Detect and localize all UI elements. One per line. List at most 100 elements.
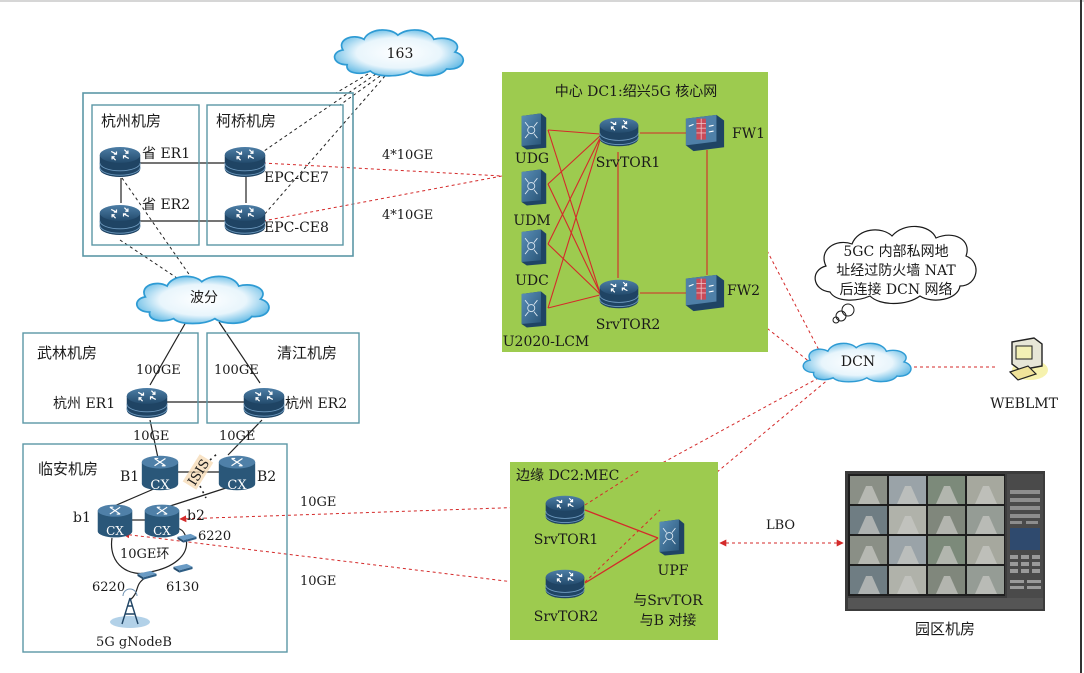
switch-6220-bottom xyxy=(137,570,157,580)
camera-road xyxy=(897,546,919,564)
room-qingjiang-label: 清江机房 xyxy=(277,344,337,362)
cloud-dcn: DCN xyxy=(802,342,912,383)
label-6220-right: 6220 xyxy=(198,529,231,544)
label-b1-small: b1 xyxy=(73,510,91,526)
outer-room-box xyxy=(82,92,354,257)
dc2-title: 边缘 DC2:MEC xyxy=(516,468,619,484)
room-keqiao-label: 柯桥机房 xyxy=(216,112,276,130)
link-ce7-dc1 xyxy=(262,162,503,177)
camera-road xyxy=(936,516,958,534)
room-keqiao-box xyxy=(206,104,344,246)
link-ce8-dc1 xyxy=(262,175,503,222)
room-linan-label: 临安机房 xyxy=(38,460,98,478)
park-room-monitor xyxy=(845,471,1045,611)
camera-road xyxy=(897,486,919,504)
link-b2-b2small xyxy=(166,487,227,508)
switch-6220-right xyxy=(177,533,197,543)
switch-upf xyxy=(659,518,685,556)
label-link-wdm-er1: 100GE xyxy=(136,363,181,378)
callout-line3: 后连接 DCN 网络 xyxy=(839,281,952,298)
label-lbo: LBO xyxy=(766,518,795,533)
link-fw2-dcn xyxy=(724,294,831,379)
link-er1-wdm xyxy=(121,177,194,281)
room-linan-box xyxy=(22,443,288,653)
label-link-wdm-er2: 100GE xyxy=(214,363,259,378)
switch-udm xyxy=(521,168,547,206)
label-b2: B2 xyxy=(257,469,276,485)
router-hz-er2 xyxy=(243,387,285,419)
room-qingjiang-box xyxy=(206,332,360,424)
switch-6130 xyxy=(173,563,193,573)
link-hzer1-b1 xyxy=(149,419,159,459)
room-wulin-label: 武林机房 xyxy=(37,344,97,362)
router-mec-srvtor1 xyxy=(545,495,585,525)
link-b1-mec-tor2 xyxy=(122,531,531,587)
label-udc: UDC xyxy=(515,273,549,289)
camera-road xyxy=(858,486,880,504)
nat-callout: 5GC 内部私网地 址经过防火墙 NAT 后连接 DCN 网络 xyxy=(814,225,977,324)
cloud-wdm: 波分 xyxy=(135,275,270,325)
label-upf: UPF xyxy=(658,563,689,579)
label-udm: UDM xyxy=(513,213,550,229)
weblmt-computer-icon xyxy=(1008,337,1048,381)
label-epc-ce7: EPC-CE7 xyxy=(264,170,329,186)
callout-line1: 5GC 内部私网地 xyxy=(843,244,948,260)
link-mec-tor1-upf xyxy=(584,509,659,539)
room-hangzhou-box xyxy=(91,104,200,246)
link-163-ce8 xyxy=(262,75,386,217)
cloud-163: 163 xyxy=(333,29,465,77)
camera-road xyxy=(897,516,919,534)
link-b1-b1small xyxy=(111,487,157,508)
label-link-ce7-dc1: 4*10GE xyxy=(382,148,433,163)
label-ring: 10GE环 xyxy=(120,547,169,562)
router-epc-ce7 xyxy=(224,146,266,178)
core-room-group: 杭州机房 柯桥机房 省 ER1 省 ER2 EPC-CE7 EPC-CE8 xyxy=(82,92,354,257)
label-weblmt: WEBLMT xyxy=(990,396,1059,412)
camera-grid xyxy=(850,476,1004,594)
firewall-fw2 xyxy=(685,274,725,312)
link-163-ce7 xyxy=(263,73,377,152)
camera-road xyxy=(975,516,997,534)
label-b1small-cx: CX xyxy=(106,524,124,538)
label-link-b1-mec: 10GE xyxy=(300,574,336,589)
dc2-note-line2: 与B 对接 xyxy=(640,612,697,629)
label-srvtor2: SrvTOR2 xyxy=(596,317,660,333)
links-layer xyxy=(110,73,998,601)
label-prov-er2: 省 ER2 xyxy=(142,197,190,213)
dc2-mec: 边缘 DC2:MEC SrvTOR1 SrvTOR2 UPF 与SrvTOR 与… xyxy=(510,462,718,640)
camera-road xyxy=(936,486,958,504)
cloud-163-label: 163 xyxy=(387,46,414,62)
gnodeb-tower-icon xyxy=(110,588,150,628)
switch-u2020 xyxy=(521,290,547,328)
room-linan: 临安机房 CX B1 CX B2 ISIS CX b1 CX b2 6220 1… xyxy=(22,443,288,653)
router-prov-er2 xyxy=(99,204,141,236)
router-srvtor1 xyxy=(599,117,639,147)
cloud-wdm-label: 波分 xyxy=(190,290,218,306)
router-srvtor2 xyxy=(599,279,639,309)
metro-room-group: 武林机房 清江机房 100GE 100GE 杭州 ER1 杭州 ER2 xyxy=(22,332,360,424)
camera-road xyxy=(975,486,997,504)
switch-udg xyxy=(521,112,547,150)
label-u2020: U2020-LCM xyxy=(503,334,590,350)
camera-road xyxy=(858,546,880,564)
link-wdm-hzer2 xyxy=(218,321,261,384)
top-border xyxy=(0,0,1084,2)
link-b2-mec-tor1 xyxy=(179,503,531,523)
camera-road xyxy=(936,576,958,594)
label-prov-er1: 省 ER1 xyxy=(142,146,190,162)
label-link-ce8-dc1: 4*10GE xyxy=(382,208,433,223)
label-link-b2-mec: 10GE xyxy=(300,495,336,510)
camera-road xyxy=(858,516,880,534)
router-mec-srvtor2 xyxy=(545,569,585,599)
label-b2small-cx: CX xyxy=(153,524,171,538)
camera-road xyxy=(858,576,880,594)
label-b2-cx: CX xyxy=(227,478,247,493)
label-udg: UDG xyxy=(515,151,549,167)
label-hz-er2: 杭州 ER2 xyxy=(285,396,347,412)
link-mec-tor2-upf xyxy=(584,537,659,584)
label-mec-srvtor2: SrvTOR2 xyxy=(534,609,598,625)
label-hz-er1: 杭州 ER1 xyxy=(53,396,115,412)
link-hzer2-b2 xyxy=(227,419,263,456)
label-b1-cx: CX xyxy=(150,478,170,493)
label-epc-ce8: EPC-CE8 xyxy=(264,220,329,236)
